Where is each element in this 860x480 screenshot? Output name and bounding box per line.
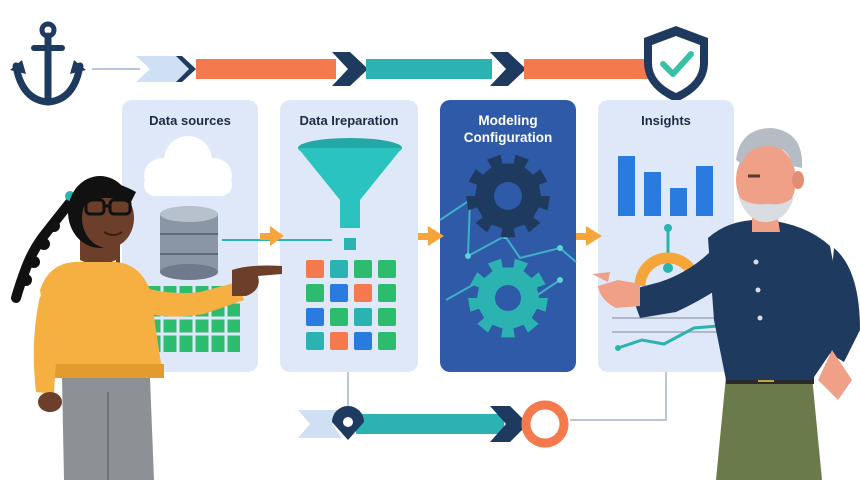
stage-label-line: Modeling <box>478 113 538 128</box>
top-ribbon <box>92 52 648 86</box>
character-woman <box>11 176 282 480</box>
database-icon <box>160 206 218 280</box>
character-man <box>592 128 860 480</box>
bar-chart-icon <box>618 156 713 216</box>
stage-label-line: Configuration <box>463 130 553 145</box>
line-chart-icon <box>612 317 726 351</box>
gear-icon <box>468 258 548 338</box>
funnel-icon <box>298 138 402 250</box>
map-pin-icon <box>332 406 364 440</box>
color-grid-icon <box>306 260 396 350</box>
stage-label-data-sources: Data sources <box>149 113 231 128</box>
ring-icon <box>521 400 569 448</box>
gear-icon <box>466 154 550 238</box>
connector-arrows <box>260 226 602 246</box>
bottom-ribbon <box>298 372 667 448</box>
stage-label-data-preparation: Data Ireparation <box>299 113 399 128</box>
anchor-icon <box>10 21 86 106</box>
shield-check-icon <box>644 26 708 102</box>
stage-label-modeling-configuration: Modeling Configuration <box>440 112 576 146</box>
stage-label-insights: Insights <box>641 113 691 128</box>
cloud-icon <box>144 136 232 196</box>
